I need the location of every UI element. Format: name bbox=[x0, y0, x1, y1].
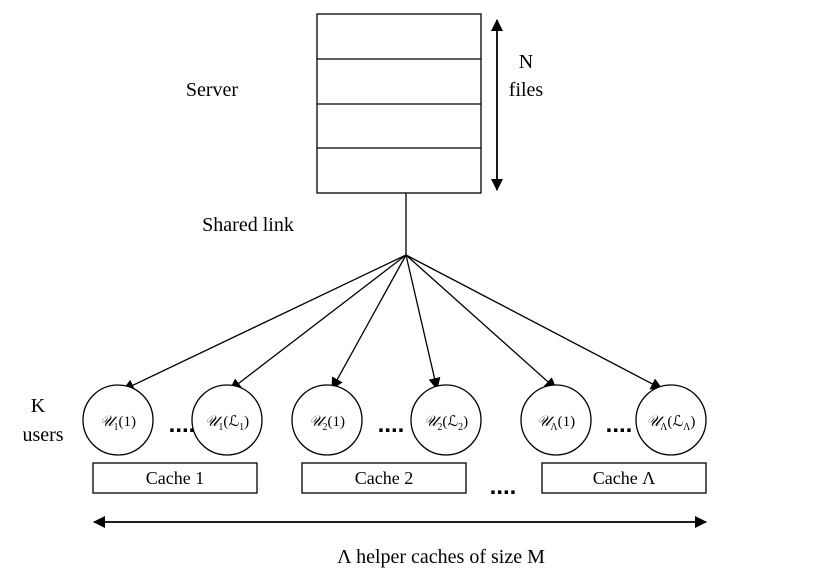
user-label: 𝒰2(1) bbox=[309, 412, 345, 433]
ellipsis: .... bbox=[606, 411, 633, 438]
ellipsis: .... bbox=[490, 473, 517, 500]
user-node bbox=[520, 384, 592, 456]
cache-box bbox=[301, 462, 467, 494]
cache-box bbox=[541, 462, 707, 494]
user-node bbox=[410, 384, 482, 456]
link-arrow bbox=[122, 254, 407, 391]
user-node bbox=[635, 384, 707, 456]
link-arrow bbox=[405, 254, 663, 390]
user-label: 𝒰Λ(1) bbox=[537, 412, 575, 433]
cache-label: Cache Λ bbox=[593, 468, 656, 488]
user-group-2: 𝒰2(1) .... 𝒰2(ℒ2) Cache 2 bbox=[291, 384, 482, 494]
user-label: 𝒰2(ℒ2) bbox=[424, 412, 468, 433]
k-label: K bbox=[31, 395, 46, 417]
users-label: users bbox=[22, 424, 63, 446]
link-arrow bbox=[405, 254, 557, 390]
user-node bbox=[82, 384, 154, 456]
cache-label: Cache 1 bbox=[146, 468, 204, 488]
user-node bbox=[291, 384, 363, 456]
link-arrow bbox=[405, 254, 441, 390]
user-group-1: 𝒰1(1) .... 𝒰1(ℒ1) Cache 1 bbox=[82, 384, 263, 494]
ellipsis: .... bbox=[169, 411, 196, 438]
server-file-stack bbox=[316, 13, 482, 194]
user-group-lambda: 𝒰Λ(1) .... 𝒰Λ(ℒΛ) Cache Λ bbox=[520, 384, 707, 494]
link-arrow bbox=[229, 254, 407, 391]
files-label: files bbox=[509, 79, 544, 101]
shared-link-label: Shared link bbox=[202, 214, 294, 236]
caches-caption: Λ helper caches of size M bbox=[337, 546, 545, 568]
broadcast-arrows bbox=[122, 254, 663, 391]
user-node bbox=[191, 384, 263, 456]
user-label: 𝒰Λ(ℒΛ) bbox=[647, 412, 696, 433]
user-label: 𝒰1(ℒ1) bbox=[205, 412, 249, 433]
link-arrow bbox=[331, 254, 407, 390]
cache-box bbox=[92, 462, 258, 494]
ellipsis: .... bbox=[378, 411, 405, 438]
cache-label: Cache 2 bbox=[355, 468, 413, 488]
n-label: N bbox=[519, 51, 533, 73]
user-label: 𝒰1(1) bbox=[100, 412, 136, 433]
server-label: Server bbox=[186, 79, 239, 101]
